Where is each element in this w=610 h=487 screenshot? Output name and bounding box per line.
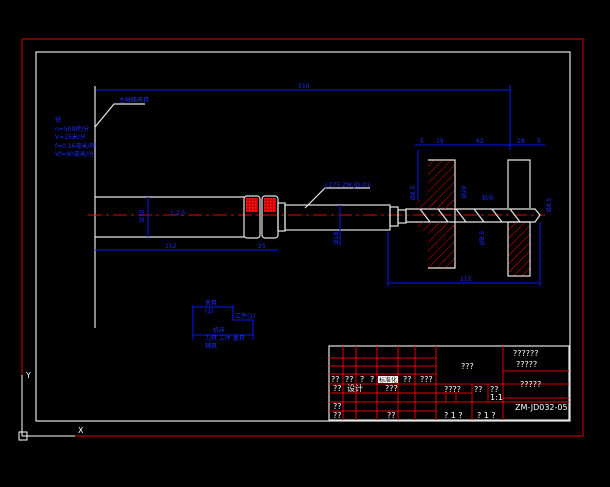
label-text: ?? — [403, 375, 412, 384]
label-text: 设计 — [347, 383, 363, 393]
label-text: ????? — [516, 360, 537, 369]
drill-bit: 钻头 — [405, 194, 541, 223]
label-text: ? 1 ? — [477, 411, 496, 420]
machining-notes: 铣 n=500转/分 V=15米/分 f=0.16毫米/转 Vf=80毫米/分 — [55, 116, 96, 158]
label-text: 62 — [476, 138, 484, 145]
label-text: n=500转/分 — [55, 125, 89, 133]
label-text: ??? — [420, 375, 433, 384]
leader-line — [94, 103, 145, 128]
label-text: ?? — [333, 402, 342, 411]
label-text: Ø20 — [461, 185, 468, 198]
label-text: (1) — [205, 308, 214, 315]
label-text: 5 — [420, 138, 424, 145]
label-text: Y — [25, 371, 31, 380]
fixture-table: 夹具 (1) 工件(1) 机床 刀具 工序 量具 辅具 — [192, 299, 256, 350]
ucs-icon: Y X — [18, 371, 84, 441]
spindle-body: Ø30 1:2.5 112 — [95, 196, 245, 251]
label-text: J-275 ZM-JD-01 — [324, 182, 370, 189]
label-text: f=0.16毫米/转 — [55, 142, 96, 150]
label-text: 刀具 工序 量具 — [205, 334, 245, 342]
label-text: ???? — [444, 385, 461, 394]
label-text: 辅具 — [205, 342, 217, 350]
drawing-frame — [35, 51, 571, 422]
label-text: Ø18 — [333, 231, 340, 244]
workpiece: Ø8.5 — [507, 159, 553, 277]
sheet-border — [21, 38, 584, 437]
label-text: ?? — [490, 385, 499, 394]
label-text: ? — [360, 375, 364, 384]
label-text: ?? — [345, 375, 354, 384]
label-text: 钻头 — [482, 194, 494, 202]
dim-text: 310 — [298, 83, 310, 90]
label-text: Vf=80毫米/分 — [55, 150, 94, 158]
label-text: 112 — [165, 243, 177, 250]
label-text: 机床 — [213, 326, 225, 334]
label-text: ?? — [333, 384, 342, 393]
label-text: ????? — [520, 380, 541, 389]
label-text: ? 1 ? — [444, 411, 463, 420]
label-text: V=15米/分 — [55, 133, 86, 141]
detail-dimensions: 5 19 62 18 5 115 — [387, 138, 545, 286]
label-text: 夹具 — [205, 299, 217, 307]
label-text: ?????? — [513, 349, 538, 358]
label-text: 115 — [460, 276, 472, 283]
label-text: 5 — [537, 138, 541, 145]
label-text: 25 — [258, 243, 266, 250]
label-text: ?? — [474, 385, 483, 394]
label-text: ??? — [385, 384, 398, 393]
label-text: 1:2.5 — [170, 210, 186, 217]
label-text: 铣 — [55, 116, 61, 124]
label-text: ?? — [333, 411, 342, 420]
label-text: 标准化 — [379, 376, 397, 384]
label-text: ?? — [331, 375, 340, 384]
label-text: 工件(1) — [235, 312, 256, 320]
label-text: ZM-JD032-05 — [515, 403, 568, 412]
label-text: Ø8.5 — [410, 186, 417, 200]
label-text: 1:1 — [490, 393, 503, 402]
leader-text: 主轴箱夹具 — [119, 96, 149, 104]
knurled-rings: 25 — [243, 195, 286, 251]
label-text: Ø8.5 — [546, 198, 553, 212]
label-text: ?? — [387, 411, 396, 420]
label-text: ??? — [461, 362, 474, 371]
drill-bushing-plate: Ø8.5 Ø20 Ø8.5 — [410, 150, 486, 269]
label-text: Ø30 — [139, 209, 146, 222]
title-block: ??? ?????? ????? ????? ZM-JD032-05 1:1 ?… — [328, 345, 570, 421]
label-text: Ø8.5 — [479, 231, 486, 245]
label-text: ? — [370, 375, 374, 384]
overall-dimension: 310 — [95, 83, 511, 150]
label-text: 19 — [436, 138, 444, 145]
label-text: X — [78, 426, 84, 435]
label-text: 18 — [517, 138, 525, 145]
